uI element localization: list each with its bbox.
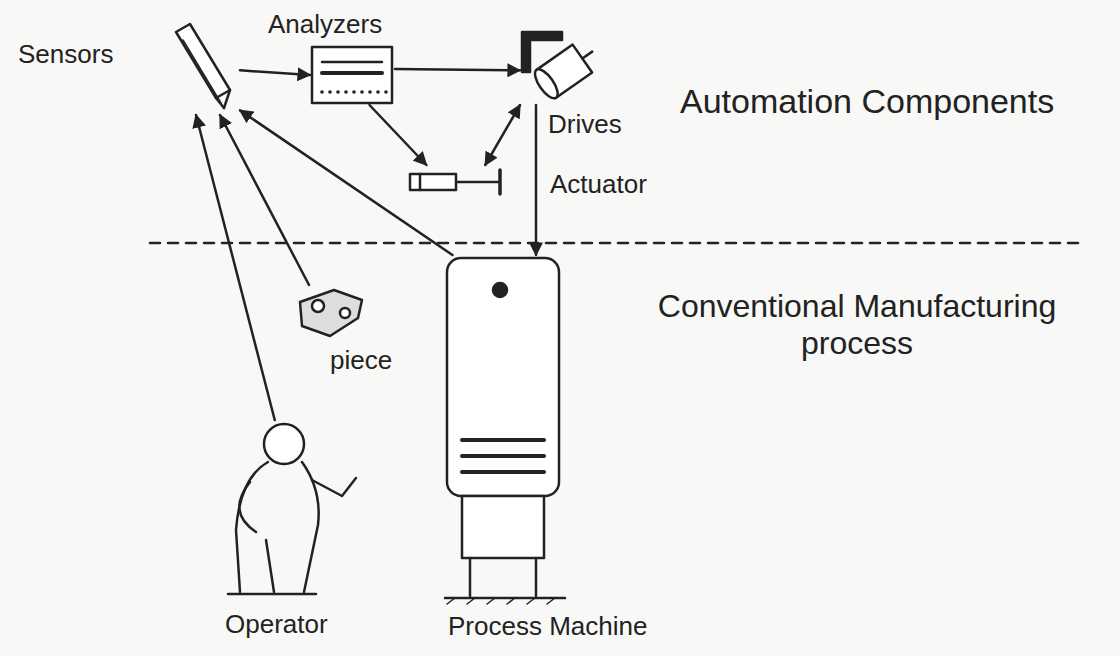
workpiece-icon <box>300 290 362 336</box>
machine-node: Process Machine <box>440 255 565 605</box>
section-heading: Conventional Manufacturing process <box>612 288 1102 362</box>
separator-line <box>150 242 1080 245</box>
node-label: Sensors <box>18 40 113 69</box>
node-label: Operator <box>225 610 328 639</box>
drive-node: Drives <box>520 28 600 105</box>
actuator-icon <box>410 170 500 194</box>
node-label: Process Machine <box>448 612 647 641</box>
node-label: piece <box>330 346 392 375</box>
flow-arrow <box>485 105 520 165</box>
sensor-node: Sensors <box>160 22 240 115</box>
flow-arrow <box>370 105 427 165</box>
flow-arrow <box>535 105 538 255</box>
sensor-icon <box>176 24 230 108</box>
flow-arrow <box>240 70 310 75</box>
node-label: Analyzers <box>268 10 382 39</box>
operator-node: Operator <box>205 420 360 600</box>
flow-arrow <box>196 115 275 420</box>
analyzer-node: Analyzers <box>310 45 395 105</box>
node-label: Drives <box>548 110 622 139</box>
connector-group <box>196 69 536 420</box>
operator-figure <box>228 424 356 594</box>
workpiece-node: piece <box>295 285 365 340</box>
flow-arrow <box>240 110 453 255</box>
machine-figure <box>445 258 565 604</box>
flow-arrow <box>395 69 520 70</box>
node-label: Actuator <box>550 170 647 199</box>
actuator-node: Actuator <box>405 165 512 198</box>
section-heading: Automation Components <box>680 82 1100 121</box>
analyzer-icon <box>312 47 392 103</box>
drive-icon <box>522 32 602 102</box>
